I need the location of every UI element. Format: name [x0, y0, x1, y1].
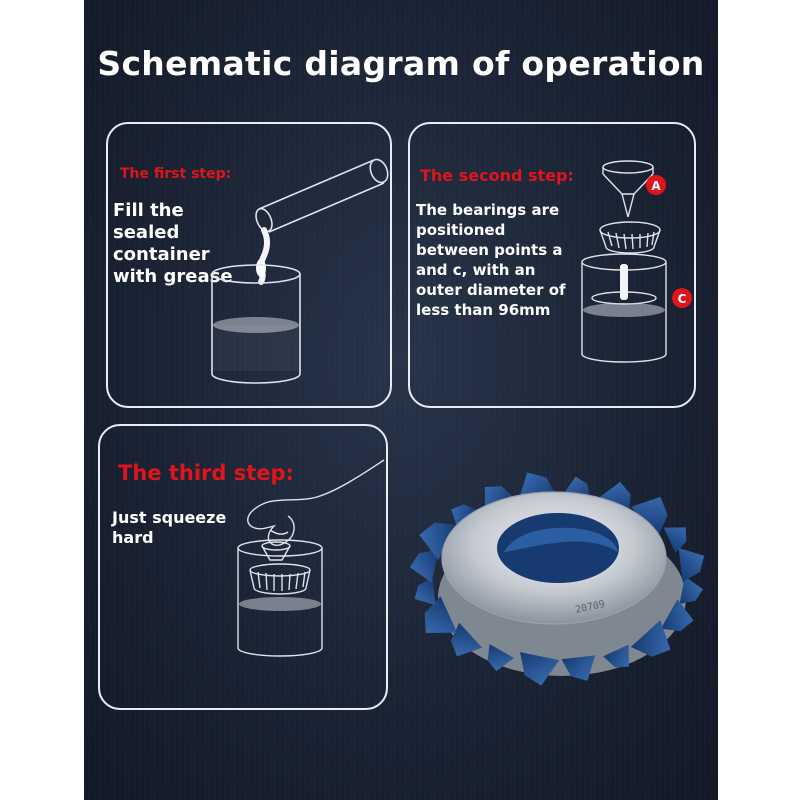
- grease-blob: [678, 547, 705, 582]
- grease-blob: [679, 576, 703, 604]
- grease-blob: [520, 652, 560, 686]
- step-3-text: Just squeeze hard: [112, 508, 227, 547]
- grease-blob: [487, 644, 514, 672]
- grease-tube-and-container-illustration: [211, 158, 389, 384]
- grease-blob: [630, 496, 668, 537]
- page-title: Schematic diagram of operation: [97, 44, 705, 83]
- bearing-placement-illustration: A C: [581, 160, 692, 363]
- marker-c: C: [678, 292, 687, 306]
- step-1-label: The first step:: [120, 166, 232, 182]
- press-by-hand-illustration: [237, 459, 385, 657]
- grease-blob: [603, 644, 629, 668]
- step-1-panel: The first step: Fill the sealed containe…: [106, 122, 392, 408]
- grease-blob: [660, 599, 694, 632]
- step-2-text: The bearings are positioned between poin…: [416, 201, 566, 319]
- step-3-panel: The third step: Just squeeze hard: [98, 424, 388, 710]
- step-3-label: The third step:: [118, 461, 294, 485]
- grease-blob: [561, 655, 596, 681]
- grease-blob: [419, 522, 458, 561]
- grease-blob: [630, 619, 671, 657]
- greased-bearing-image: 20709: [409, 472, 705, 686]
- grease-blob: [424, 596, 458, 634]
- diagram-canvas: Schematic diagram of operation The first…: [84, 0, 718, 800]
- step-2-label: The second step:: [420, 166, 574, 185]
- grease-blob: [409, 549, 439, 583]
- grease-blob: [663, 527, 687, 554]
- step-2-panel: The second step: The bearings are positi…: [408, 122, 696, 408]
- step-1-text: Fill the sealed container with grease: [113, 200, 233, 287]
- grease-blob: [414, 577, 436, 606]
- marker-a: A: [651, 179, 661, 193]
- grease-blob: [450, 622, 483, 657]
